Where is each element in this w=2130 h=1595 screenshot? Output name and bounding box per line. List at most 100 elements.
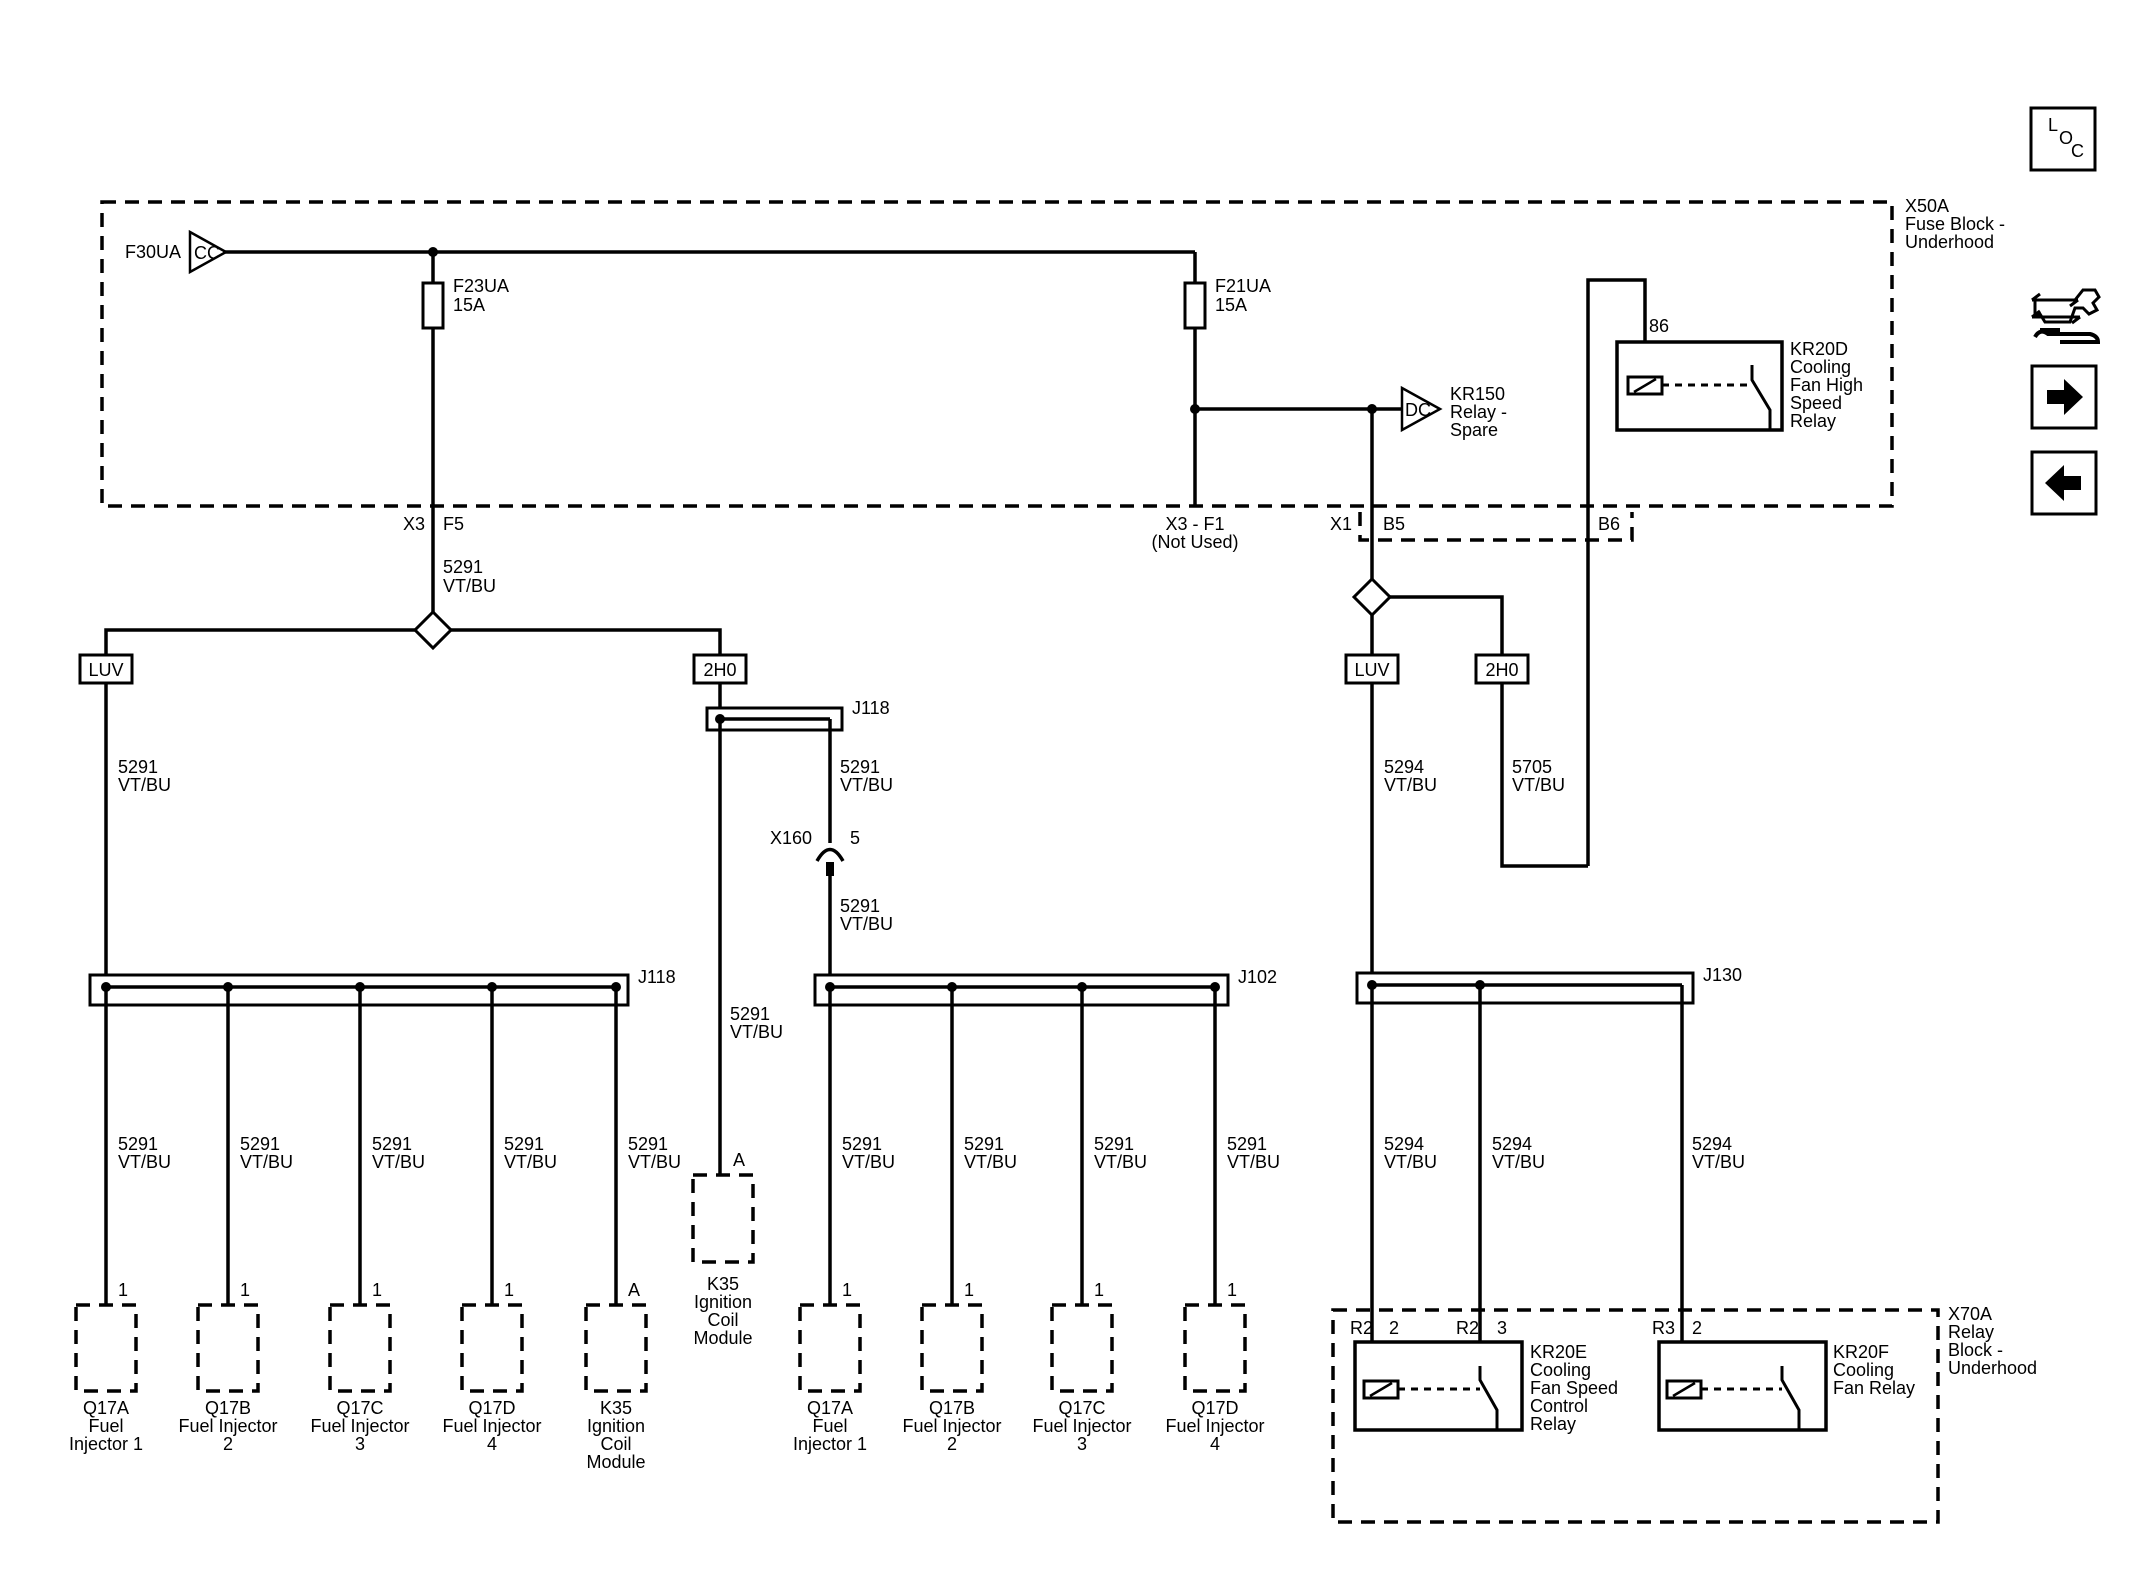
loc-letter-c: C (2071, 141, 2084, 161)
left-wire-color-1: VT/BU (118, 1152, 171, 1172)
wire-5294-drop-1-num: 5294 (1384, 1134, 1424, 1154)
left-component-4-line-2: Fuel Injector (442, 1416, 541, 1436)
kr20d-line-2: Cooling (1790, 357, 1851, 377)
left-component-5-line-3: Coil (600, 1434, 631, 1454)
mid-wire-num-1: 5291 (842, 1134, 882, 1154)
left-component-3-line-3: 3 (355, 1434, 365, 1454)
wire-5294-drop-3-num: 5294 (1692, 1134, 1732, 1154)
mid-component-1-line-3: Injector 1 (793, 1434, 867, 1454)
left-wire-color-4: VT/BU (504, 1152, 557, 1172)
left-component-3 (328, 1303, 392, 1393)
wire-5291-k35mid-num: 5291 (730, 1004, 770, 1024)
x70a-line-1: X70A (1948, 1304, 1992, 1324)
mid-wire-num-2: 5291 (964, 1134, 1004, 1154)
kr150-line-2: Relay - (1450, 402, 1507, 422)
left-component-4 (460, 1303, 524, 1393)
left-component-5-line-2: Ignition (587, 1416, 645, 1436)
mid-component-2 (920, 1303, 984, 1393)
mid-component-pin-1: 1 (842, 1280, 852, 1300)
left-component-1-line-2: Fuel (88, 1416, 123, 1436)
k35-mid-pin: A (733, 1150, 745, 1170)
left-component-2-line-2: Fuel Injector (178, 1416, 277, 1436)
x160-label: X160 (770, 828, 812, 848)
loc-button[interactable]: L O C (2029, 106, 2097, 172)
option-2h0-right: 2H0 (1474, 653, 1530, 685)
k35-mid-line-4: Module (693, 1328, 752, 1348)
left-component-3-line-1: Q17C (336, 1398, 383, 1418)
left-wire-num-3: 5291 (372, 1134, 412, 1154)
x1-pin-b5: B5 (1383, 514, 1405, 534)
wire-5705-num: 5705 (1512, 757, 1552, 777)
kr20d-line-3: Fan High (1790, 375, 1863, 395)
kr20f-line-2: Cooling (1833, 1360, 1894, 1380)
k35-mid-line-2: Ignition (694, 1292, 752, 1312)
inline-connector-x160 (815, 847, 845, 862)
wire-5291-left-color: VT/BU (118, 775, 171, 795)
next-arrow-button[interactable] (2030, 364, 2098, 430)
arrow-left-icon (2045, 465, 2081, 501)
kr20e-pin-2: 3 (1497, 1318, 1507, 1338)
kr20f-cavity: R3 (1652, 1318, 1675, 1338)
splice-j130 (1355, 971, 1695, 1005)
left-wire-num-5: 5291 (628, 1134, 668, 1154)
left-component-4-line-1: Q17D (468, 1398, 515, 1418)
mid-wire-num-3: 5291 (1094, 1134, 1134, 1154)
left-component-1-line-3: Injector 1 (69, 1434, 143, 1454)
mid-component-pin-2: 1 (964, 1280, 974, 1300)
wire-5294-drop-3-color: VT/BU (1692, 1152, 1745, 1172)
kr20d-pin: 86 (1649, 316, 1669, 336)
kr20e-cavity-1: R2 (1350, 1318, 1373, 1338)
mid-component-4-line-1: Q17D (1191, 1398, 1238, 1418)
f23ua-label: F23UA (453, 276, 509, 296)
f30ua-connector-symbol (188, 229, 229, 275)
svg-text:2H0: 2H0 (1485, 660, 1518, 680)
x50a-name-1: Fuse Block - (1905, 214, 2005, 234)
mid-wire-color-3: VT/BU (1094, 1152, 1147, 1172)
f23ua-pin-f5: F5 (443, 514, 464, 534)
wire-5291-left-num: 5291 (118, 757, 158, 777)
mid-component-2-line-3: 2 (947, 1434, 957, 1454)
x50a-name-2: Underhood (1905, 232, 1994, 252)
kr150-connector-label: DC (1405, 400, 1431, 420)
kr150-line-3: Spare (1450, 420, 1498, 440)
kr20f-pin: 2 (1692, 1318, 1702, 1338)
option-luv-left: LUV (78, 653, 134, 685)
arrow-right-icon (2047, 379, 2083, 415)
wire-5705-color: VT/BU (1512, 775, 1565, 795)
kr20e-line-4: Control (1530, 1396, 1588, 1416)
wire-5294-main-color: VT/BU (1384, 775, 1437, 795)
kr20e-line-3: Fan Speed (1530, 1378, 1618, 1398)
fuse-f23ua (421, 281, 445, 330)
x1-pin-b6: B6 (1598, 514, 1620, 534)
x70a-line-3: Block - (1948, 1340, 2003, 1360)
fuse-f21ua (1183, 281, 1207, 330)
left-component-5 (584, 1303, 648, 1393)
left-component-pin-3: 1 (372, 1280, 382, 1300)
mid-wire-color-1: VT/BU (842, 1152, 895, 1172)
left-wire-num-1: 5291 (118, 1134, 158, 1154)
wire-5291-j118b-num: 5291 (840, 896, 880, 916)
relay-block-x70a-boundary (1331, 1308, 1940, 1524)
mid-component-4-line-2: Fuel Injector (1165, 1416, 1264, 1436)
kr20e-pin-1: 2 (1389, 1318, 1399, 1338)
x50a-label: X50A (1905, 196, 1949, 216)
kr20d-line-4: Speed (1790, 393, 1842, 413)
relay-kr20e (1353, 1340, 1524, 1432)
prev-arrow-button[interactable] (2030, 450, 2098, 516)
left-component-4-line-3: 4 (487, 1434, 497, 1454)
f30ua-connector-label: CC (194, 243, 220, 263)
mid-component-pin-4: 1 (1227, 1280, 1237, 1300)
left-wire-color-3: VT/BU (372, 1152, 425, 1172)
mid-component-1-line-2: Fuel (812, 1416, 847, 1436)
kr20e-cavity-2: R2 (1456, 1318, 1479, 1338)
mid-component-3-line-3: 3 (1077, 1434, 1087, 1454)
left-component-pin-4: 1 (504, 1280, 514, 1300)
svg-text:LUV: LUV (1354, 660, 1389, 680)
mid-component-2-line-1: Q17B (929, 1398, 975, 1418)
left-component-1-line-1: Q17A (83, 1398, 129, 1418)
connector-tool-icon[interactable] (2031, 288, 2101, 344)
mid-component-2-line-2: Fuel Injector (902, 1416, 1001, 1436)
mid-component-1 (798, 1303, 862, 1393)
